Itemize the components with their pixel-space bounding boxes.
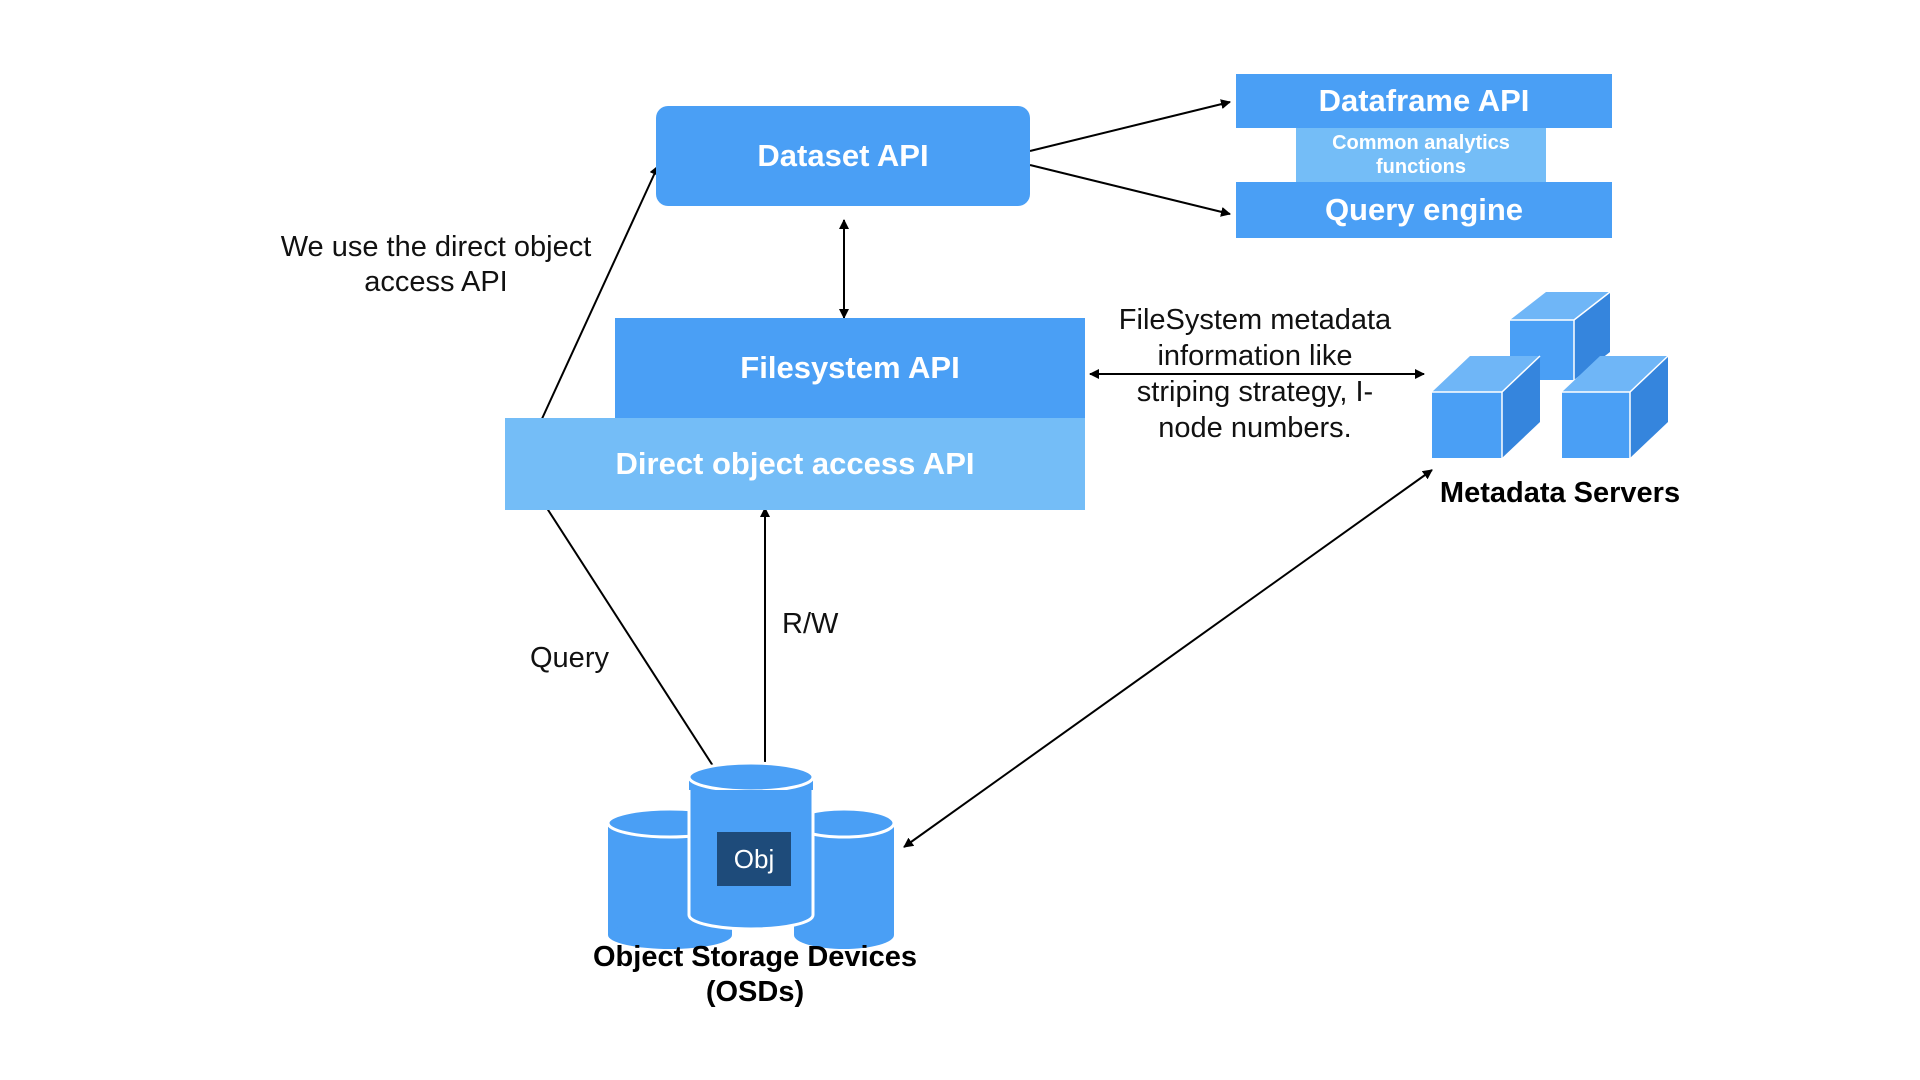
cube-stack-icon bbox=[1432, 291, 1669, 458]
common-analytics-box: Common analytics functions bbox=[1296, 128, 1546, 182]
dataframe-api-label: Dataframe API bbox=[1318, 83, 1530, 118]
direct-access-note: We use the direct object access API bbox=[280, 231, 592, 298]
query-engine-label: Query engine bbox=[1324, 192, 1524, 227]
database-cylinders-icon bbox=[606, 761, 896, 949]
arrow-dataset-to-dataframe bbox=[1029, 99, 1231, 152]
direct-object-access-api-label: Direct object access API bbox=[615, 446, 975, 481]
dataset-api-box: Dataset API bbox=[656, 106, 1030, 206]
dataframe-api-box: Dataframe API bbox=[1236, 74, 1612, 128]
obj-box: Obj bbox=[717, 832, 791, 886]
filesystem-metadata-note: FileSystem metadata information like str… bbox=[1118, 304, 1392, 444]
query-engine-box: Query engine bbox=[1236, 182, 1612, 238]
arrow-dataset-direct-access bbox=[534, 165, 659, 435]
obj-label: Obj bbox=[733, 843, 775, 874]
direct-object-access-api-box: Direct object access API bbox=[505, 418, 1085, 510]
common-analytics-label: Common analytics functions bbox=[1332, 132, 1510, 178]
filesystem-api-box: Filesystem API bbox=[615, 318, 1085, 418]
dataset-api-label: Dataset API bbox=[757, 138, 929, 173]
object-storage-devices-title: Object Storage Devices (OSDs) bbox=[593, 941, 917, 1008]
metadata-servers-title: Metadata Servers bbox=[1439, 477, 1681, 509]
arrows bbox=[531, 99, 1433, 848]
rw-label: R/W bbox=[782, 608, 839, 640]
query-label: Query bbox=[530, 642, 609, 674]
arrow-osd-metadata bbox=[903, 469, 1433, 848]
arrow-dataset-to-query-engine bbox=[1029, 164, 1231, 217]
filesystem-api-label: Filesystem API bbox=[740, 350, 960, 385]
